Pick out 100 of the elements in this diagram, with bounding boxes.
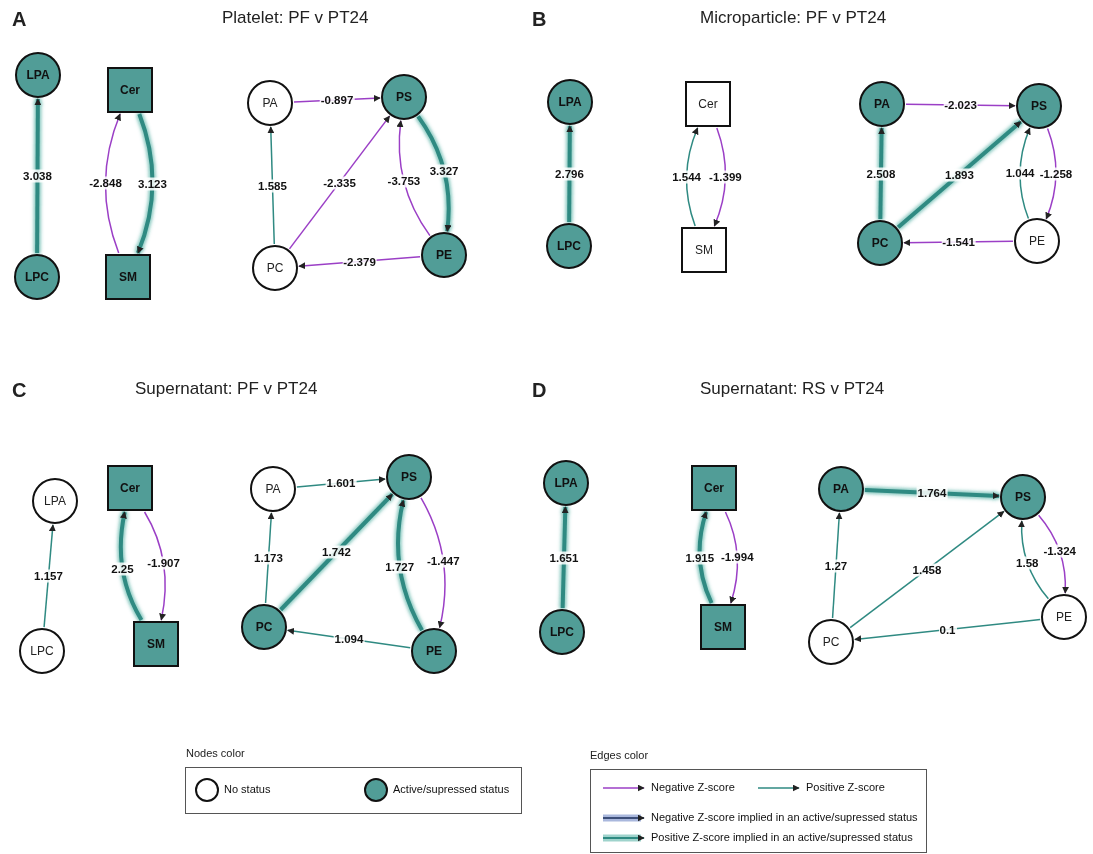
arrow [685,127,699,227]
arrow [724,511,739,604]
panel-letter: D [532,379,547,402]
edge-label: -3.753 [386,174,422,188]
arrow [713,127,727,227]
edge-label: 3.123 [137,177,168,191]
edge-label: 1.651 [548,551,580,564]
legend-text: No status [224,783,271,796]
arrow [396,499,424,632]
arrow [136,113,155,254]
arrow [396,120,431,237]
panel-title: Microparticle: PF v PT24 [700,8,887,28]
arrow [34,98,42,253]
edge-label: 1.742 [321,545,352,559]
edge-label: 1.157 [33,569,64,583]
edge-label: 1.601 [325,476,357,490]
lipid-circle-node: PC [808,619,854,665]
edge-label: 1.044 [1004,166,1036,180]
panel-title: Supernatant: PF v PT24 [135,379,318,399]
panel-title: Platelet: PF v PT24 [222,8,369,28]
edge-label: 2.796 [554,167,585,181]
arrow [697,511,714,604]
lipid-circle-node: PS [1000,474,1046,520]
lipid-circle-node: LPA [543,460,589,506]
edge-label: -1.258 [1038,167,1074,181]
lipid-circle-node: PA [250,466,296,512]
legend-text: Positive Z-score implied in an active/supressed status [651,831,913,844]
lipid-circle-node: PE [421,232,467,278]
lipid-circle-node: PE [1014,218,1060,264]
legend-text: Negative Z-score implied in an active/supressed status [651,811,918,824]
arrow [267,126,275,245]
edge-label: -2.335 [322,176,357,189]
edge-label: -2.023 [943,98,978,112]
lipid-circle-node: LPA [32,478,78,524]
lipid-circle-node: PS [1016,83,1062,129]
arrow [896,120,1023,229]
edge-label: 1.915 [684,551,716,565]
lipid-circle-node: PS [381,74,427,120]
lipid-circle-node: LPA [15,52,61,98]
lipid-circle-node: PA [859,81,905,127]
edge-label: 1.094 [333,632,365,646]
edge-label: -0.897 [319,93,355,107]
arrow [878,127,886,220]
arrow [854,618,1041,643]
lipid-circle-node: PE [1041,594,1087,640]
arrow [416,115,452,232]
arrow [143,511,166,621]
lipid-circle-node: PS [386,454,432,500]
edge-label: 1.585 [257,179,288,192]
edge-label: -2.848 [88,176,123,190]
lipid-circle-node: PE [411,628,457,674]
lipid-circle-node: LPA [547,79,593,125]
arrow [288,115,391,250]
lipid-square-node: Cer [691,465,737,511]
edge-label: -1.399 [708,170,743,184]
lipid-circle-node: PA [247,80,293,126]
panel-letter: A [12,8,27,31]
panel-letter: C [12,379,27,402]
edge-label: 1.893 [944,168,975,181]
edge-label: -1.447 [426,554,461,568]
edge-label: 1.173 [253,551,284,565]
edge-label: 2.508 [865,167,897,180]
lipid-circle-node: PC [241,604,287,650]
arrow [420,497,446,629]
arrow [279,492,394,612]
arrow [566,125,574,222]
lipid-circle-node: PC [252,245,298,291]
lipid-circle-node: LPC [546,223,592,269]
edge-label: 3.038 [22,169,53,183]
lipid-circle-node: PA [818,466,864,512]
legend-text: Negative Z-score [651,781,735,794]
edge-label: -2.379 [342,255,377,268]
edge-label: 1.27 [823,559,849,572]
lipid-square-node: SM [700,604,746,650]
legend-heading: Edges color [590,749,649,761]
lipid-square-node: SM [681,227,727,273]
lipid-square-node: Cer [107,67,153,113]
edge-label: 2.25 [110,562,135,576]
legend-text: Positive Z-score [806,781,885,794]
lipid-circle-node: LPC [539,609,585,655]
edge-label: -1.907 [146,556,181,570]
arrow [560,506,569,609]
edge-label: -1.994 [719,550,755,564]
panel-letter: B [532,8,547,31]
lipid-square-node: Cer [685,81,731,127]
edge-label: 1.544 [671,170,702,184]
arrow [118,511,144,621]
edge-label: 0.1 [938,623,957,636]
lipid-circle-node: LPC [14,254,60,300]
lipid-square-node: SM [105,254,151,300]
edge-label: 1.764 [916,486,948,500]
lipid-circle-node: LPC [19,628,65,674]
legend-text: Active/supressed status [393,783,510,796]
lipid-square-node: Cer [107,465,153,511]
edge-label: 1.458 [911,563,943,576]
legend-heading: Nodes color [186,747,245,759]
arrow [849,510,1005,629]
edge-label: 1.727 [384,560,416,574]
arrow [104,113,122,254]
panel-title: Supernatant: RS v PT24 [700,379,885,399]
